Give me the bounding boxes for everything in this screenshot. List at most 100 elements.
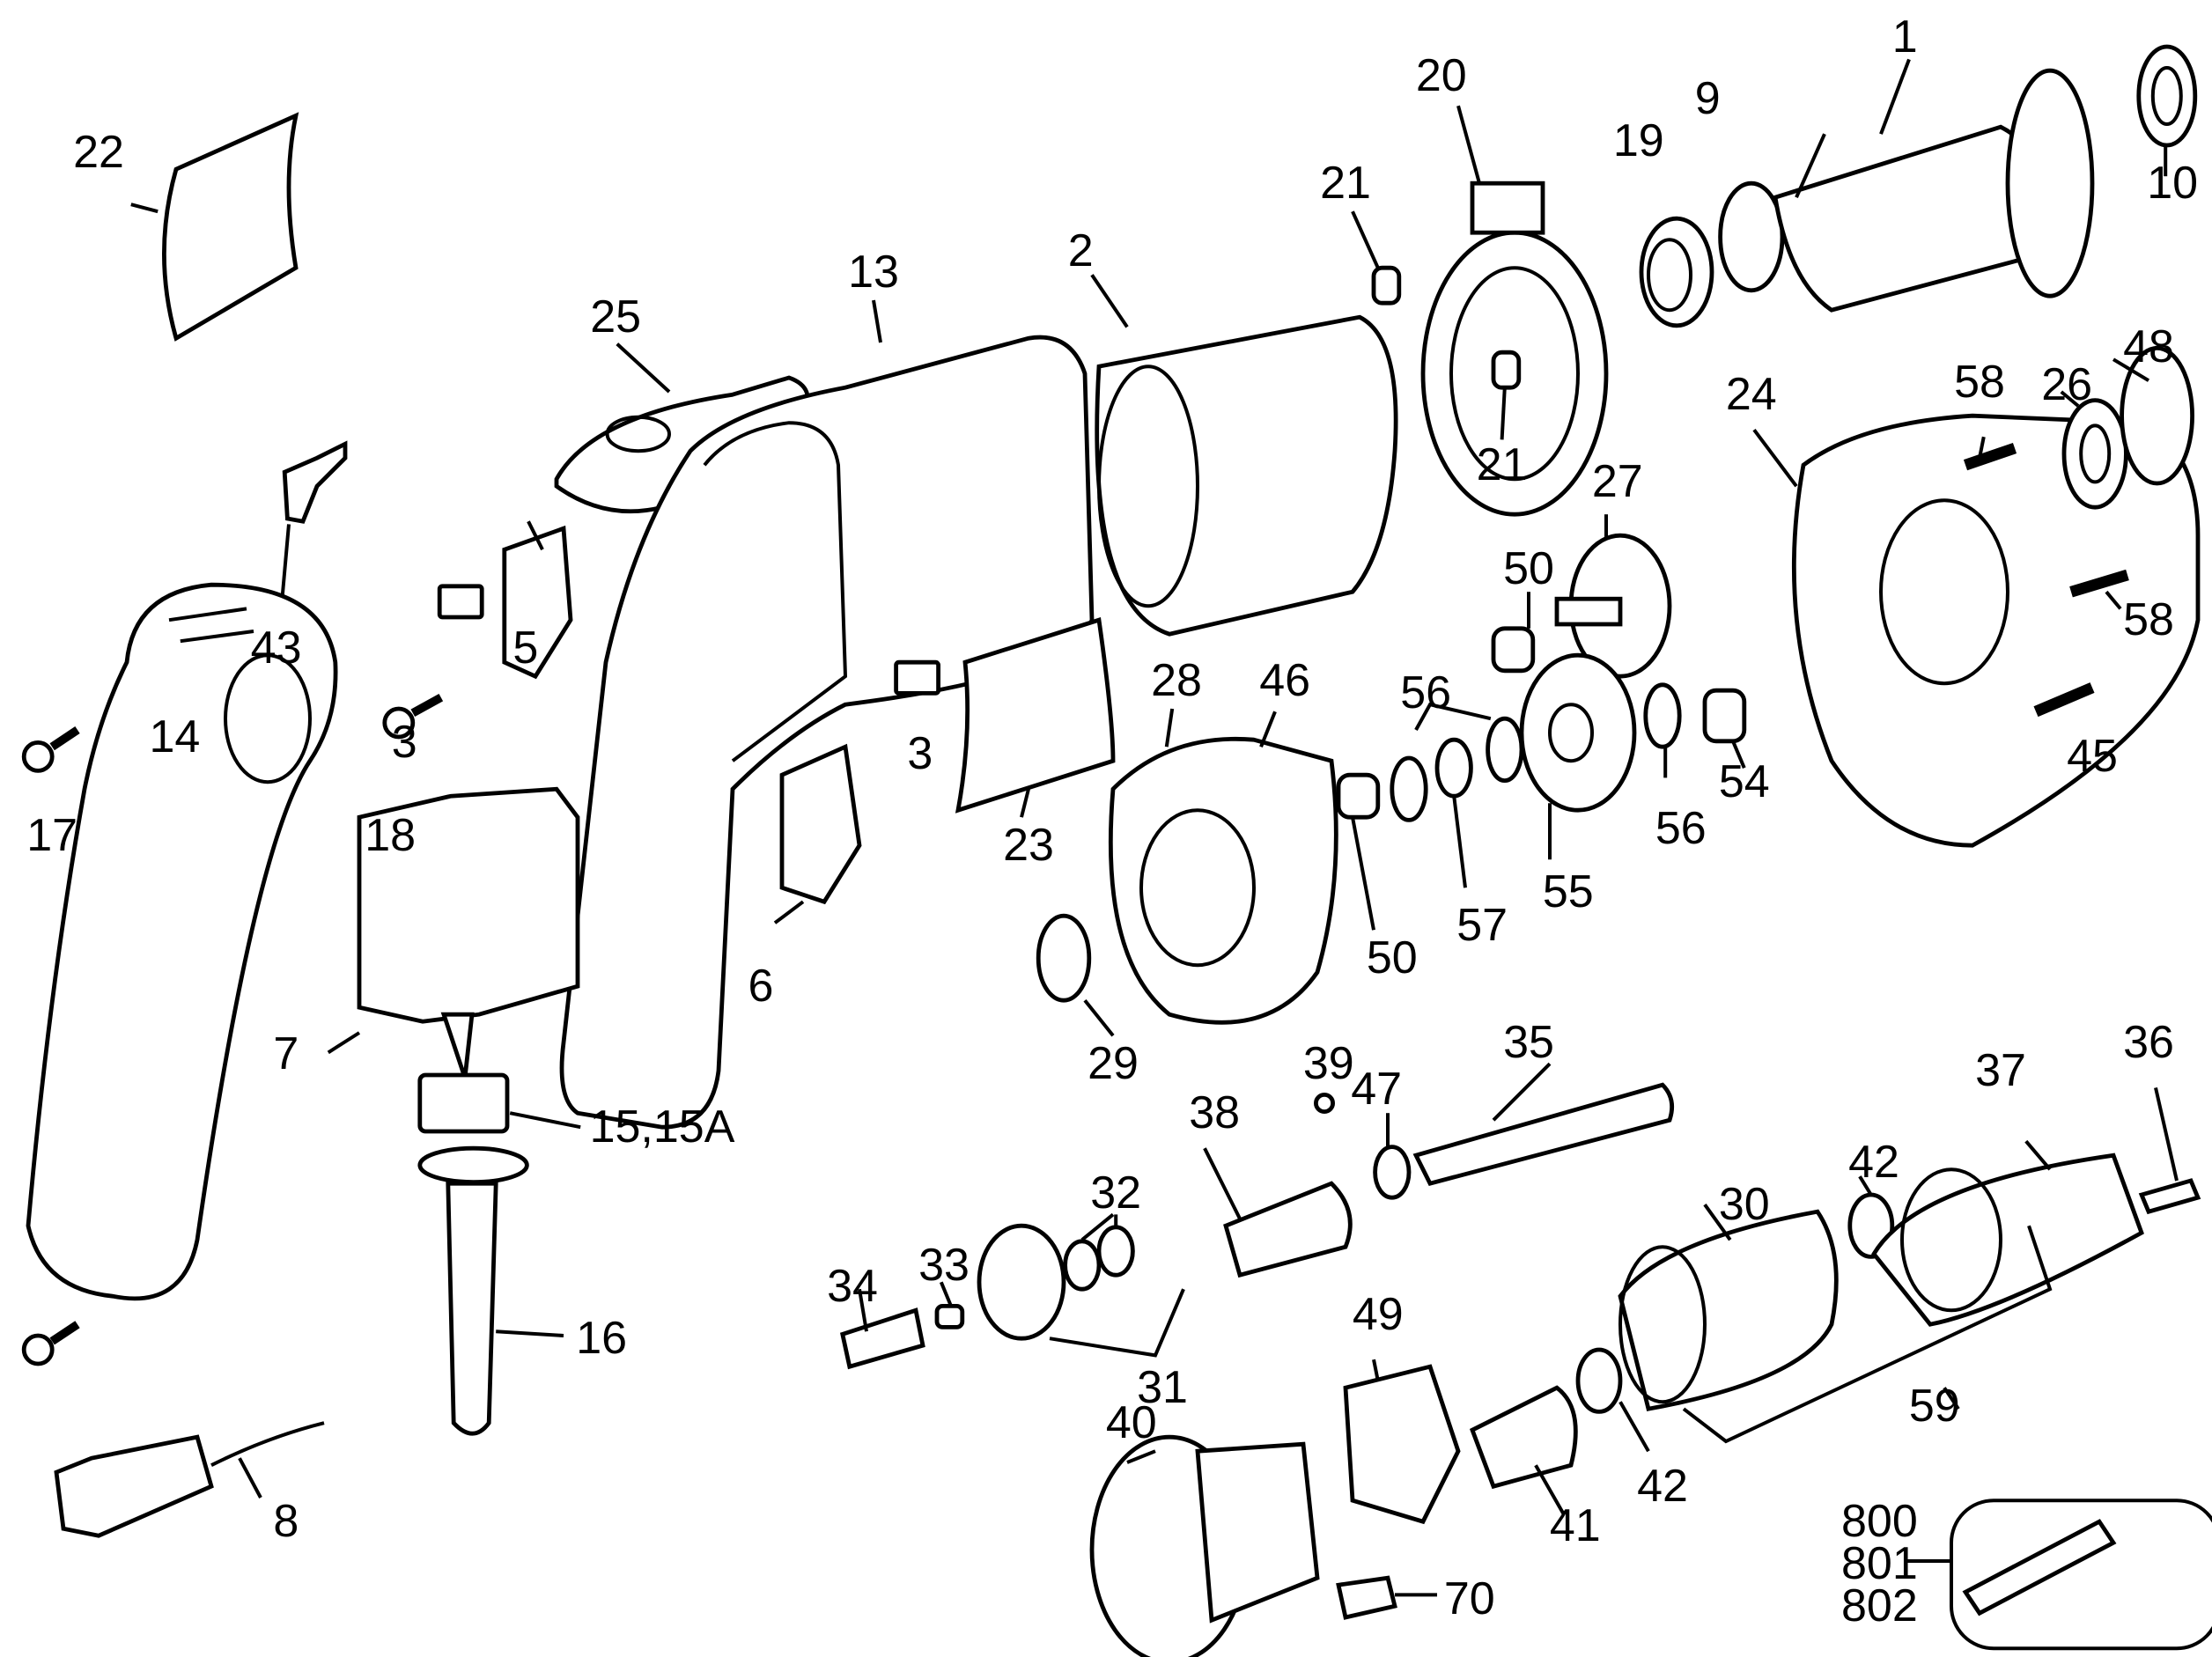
part-35-spindle bbox=[1412, 1062, 1675, 1187]
part-21-pins bbox=[1351, 210, 1522, 440]
part-7-switch bbox=[327, 786, 580, 1079]
label-part-59: 59 bbox=[1908, 1380, 1960, 1432]
label-part-47: 47 bbox=[1351, 1063, 1403, 1115]
label-part-56b: 56 bbox=[1655, 802, 1707, 854]
part-22-label-sheet bbox=[130, 112, 299, 342]
part-8-cord-set bbox=[54, 1421, 325, 1538]
label-part-56a: 56 bbox=[1400, 667, 1452, 719]
label-part-54: 54 bbox=[1718, 756, 1770, 807]
label-part-40: 40 bbox=[1105, 1397, 1157, 1448]
part-31-adjusting-nut bbox=[977, 1223, 1185, 1358]
part-36-bit bbox=[2138, 1086, 2201, 1215]
label-part-1: 1 bbox=[1891, 11, 1918, 63]
label-part-10: 10 bbox=[2147, 158, 2199, 209]
part-59-nosepiece-assembly-bracket bbox=[1682, 1225, 2053, 1444]
label-part-39: 39 bbox=[1302, 1038, 1354, 1089]
label-part-2: 2 bbox=[1067, 225, 1094, 276]
label-part-800: 800 bbox=[1841, 1496, 1918, 1547]
part-23-label bbox=[955, 617, 1116, 818]
part-26-bearing bbox=[2060, 390, 2128, 510]
part-29-washer bbox=[1036, 913, 1115, 1037]
label-part-34: 34 bbox=[827, 1260, 878, 1312]
part-3-brush bbox=[437, 584, 941, 696]
part-6-brush-holder bbox=[773, 743, 862, 924]
part-800-inset-box bbox=[1906, 1499, 2212, 1651]
label-part-19: 19 bbox=[1612, 115, 1664, 166]
label-part-3b: 3 bbox=[907, 728, 933, 779]
label-part-70: 70 bbox=[1443, 1573, 1495, 1624]
label-part-32: 32 bbox=[1090, 1167, 1142, 1219]
part-54-bearing bbox=[1702, 688, 1747, 769]
label-part-17: 17 bbox=[26, 809, 78, 861]
part-10-bearing bbox=[2136, 44, 2198, 177]
label-part-21a: 21 bbox=[1320, 158, 1371, 209]
part-16-cord-protector bbox=[417, 1145, 564, 1436]
label-part-50a: 50 bbox=[1503, 543, 1554, 595]
label-part-36: 36 bbox=[2123, 1017, 2174, 1068]
part-28-end-plate bbox=[1108, 708, 1338, 1025]
part-49-clutch-jaw bbox=[1343, 1359, 1461, 1525]
label-part-15: 15,15A bbox=[589, 1101, 735, 1153]
label-part-26: 26 bbox=[2041, 358, 2093, 410]
label-part-58a: 58 bbox=[1954, 356, 2005, 408]
label-part-45: 45 bbox=[2067, 731, 2118, 783]
label-part-5: 5 bbox=[512, 622, 539, 674]
label-part-13: 13 bbox=[848, 246, 899, 298]
part-30-nosecone bbox=[1618, 1204, 1839, 1411]
part-50-bushing bbox=[1336, 592, 1536, 931]
label-part-22: 22 bbox=[73, 126, 124, 178]
label-part-33: 33 bbox=[918, 1239, 970, 1291]
part-45-screw bbox=[2033, 682, 2095, 718]
part-33-pin bbox=[934, 1281, 965, 1329]
part-19-bearing bbox=[1639, 216, 1714, 328]
label-part-25: 25 bbox=[590, 291, 642, 342]
part-34-spring bbox=[839, 1288, 925, 1370]
part-27-gear bbox=[1554, 514, 1672, 679]
part-15-cord-clamp bbox=[417, 1072, 581, 1134]
label-part-9: 9 bbox=[1694, 73, 1721, 124]
part-37-locator bbox=[1871, 1139, 2144, 1327]
label-part-55: 55 bbox=[1542, 865, 1594, 917]
label-part-3a: 3 bbox=[391, 717, 417, 769]
part-39-ball bbox=[1314, 1093, 1335, 1115]
label-part-6: 6 bbox=[748, 961, 774, 1012]
part-57-plate bbox=[1434, 737, 1473, 888]
label-part-8: 8 bbox=[273, 1496, 299, 1547]
part-2-field bbox=[1090, 274, 1398, 637]
part-58-screw bbox=[1963, 436, 2129, 610]
part-70-clip bbox=[1336, 1575, 1437, 1620]
label-part-21b: 21 bbox=[1476, 439, 1528, 490]
label-part-43: 43 bbox=[250, 622, 302, 674]
label-part-18: 18 bbox=[365, 809, 417, 861]
label-part-57: 57 bbox=[1456, 900, 1508, 952]
part-38-clutch bbox=[1203, 1147, 1353, 1278]
label-part-35: 35 bbox=[1503, 1017, 1554, 1068]
label-part-7: 7 bbox=[273, 1027, 299, 1079]
part-56-washer bbox=[1390, 682, 1682, 822]
label-part-14: 14 bbox=[149, 711, 201, 762]
label-part-27: 27 bbox=[1591, 456, 1643, 508]
part-48-retaining-ring bbox=[2112, 346, 2194, 486]
label-part-50b: 50 bbox=[1366, 932, 1418, 983]
part-1-armature bbox=[1718, 58, 2095, 313]
part-17-screw bbox=[21, 726, 80, 1366]
part-14-handle-housing bbox=[26, 582, 338, 1301]
part-5-brush-holder bbox=[502, 520, 573, 680]
label-part-37: 37 bbox=[1975, 1045, 2026, 1096]
label-part-24: 24 bbox=[1725, 369, 1777, 420]
label-part-42b: 42 bbox=[1637, 1461, 1688, 1512]
label-part-41: 41 bbox=[1549, 1499, 1601, 1551]
label-part-46: 46 bbox=[1259, 654, 1311, 706]
part-24-gear-case bbox=[1752, 413, 2201, 848]
label-part-42a: 42 bbox=[1848, 1137, 1899, 1188]
label-part-23: 23 bbox=[1003, 820, 1054, 871]
label-part-20: 20 bbox=[1415, 50, 1467, 102]
label-part-16: 16 bbox=[576, 1313, 628, 1364]
label-part-29: 29 bbox=[1088, 1038, 1139, 1089]
part-18-screw bbox=[382, 693, 444, 740]
label-part-30: 30 bbox=[1718, 1179, 1770, 1230]
part-55-gear bbox=[1519, 652, 1637, 860]
part-43-clip bbox=[280, 440, 348, 604]
label-part-49: 49 bbox=[1352, 1288, 1404, 1340]
